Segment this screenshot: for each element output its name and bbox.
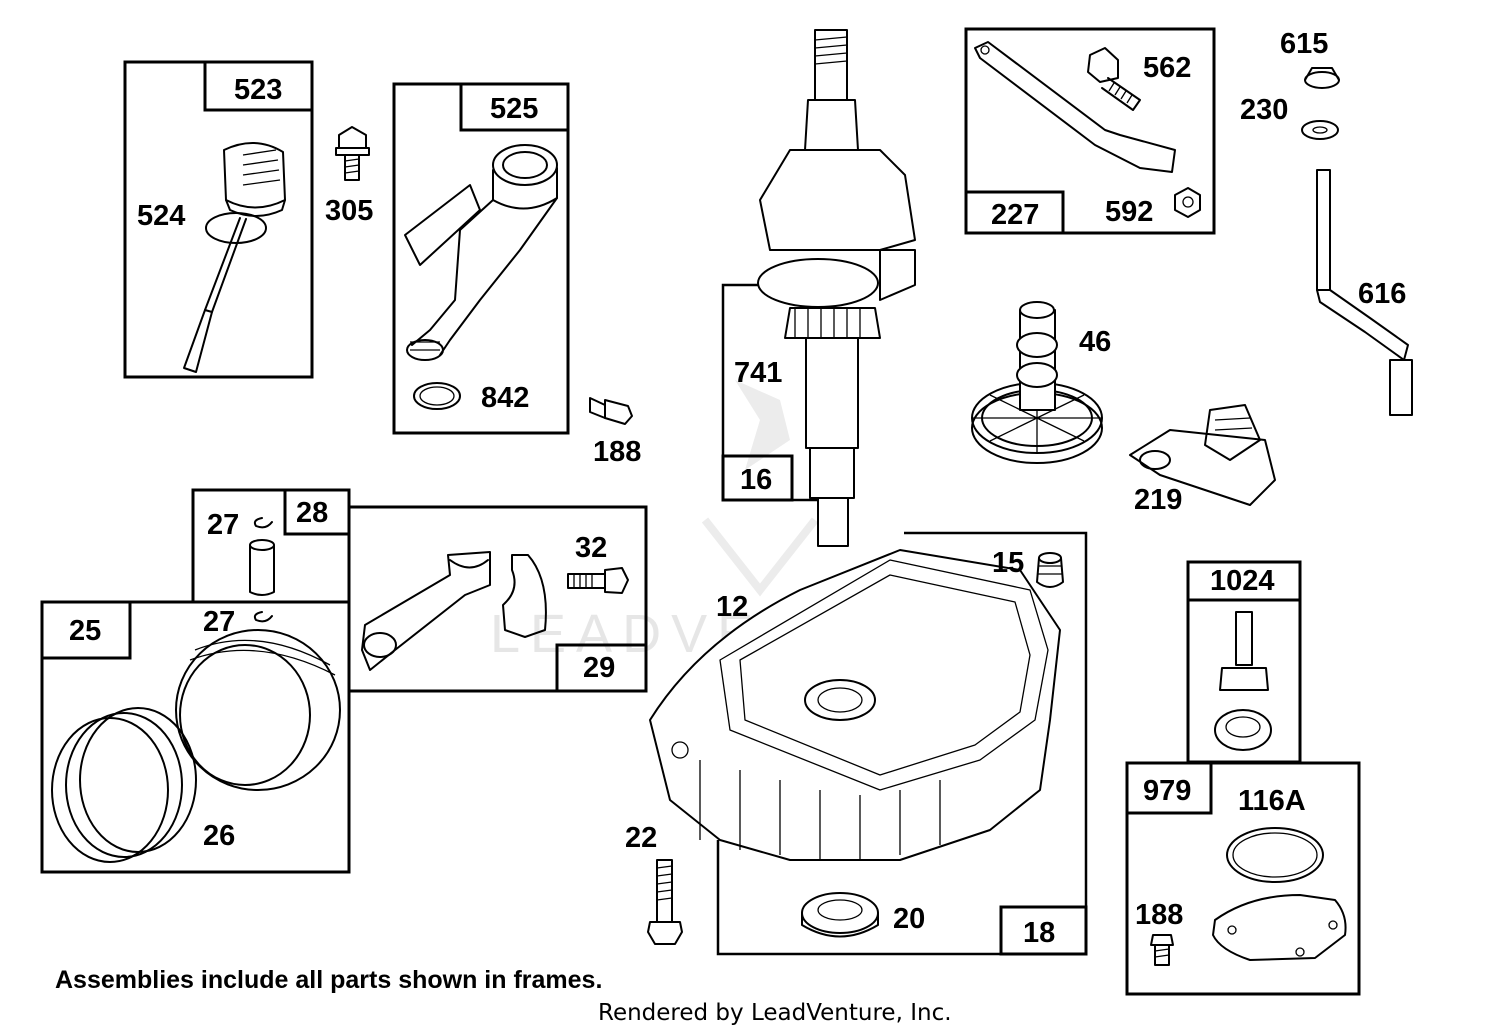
label-116a: 116A <box>1238 785 1306 817</box>
label-524: 524 <box>137 200 185 232</box>
o-ring-116a <box>1226 827 1324 883</box>
label-842: 842 <box>481 382 529 414</box>
camshaft-46 <box>971 301 1103 464</box>
piston-part <box>175 629 341 791</box>
label-219: 219 <box>1134 484 1182 516</box>
label-230: 230 <box>1240 94 1288 126</box>
governor-shaft-616 <box>1316 169 1413 416</box>
frame-979: 979 116A 188 <box>1125 761 1361 996</box>
rod-cap <box>502 554 547 638</box>
frame-28: 28 27 <box>191 488 351 604</box>
piston-rings <box>51 707 197 863</box>
frame-29: 29 32 <box>347 505 648 693</box>
bracket-16 <box>721 283 818 502</box>
retainer-27-upper <box>253 517 273 529</box>
label-32: 32 <box>575 532 607 564</box>
label-525: 525 <box>490 93 538 125</box>
label-592: 592 <box>1105 196 1153 228</box>
bolt-188-lower <box>1150 934 1174 966</box>
governor-219 <box>1129 404 1276 506</box>
fill-tube-part <box>404 144 558 361</box>
label-27-upper: 27 <box>207 509 239 541</box>
label-979: 979 <box>1143 775 1191 807</box>
o-ring-842 <box>413 382 461 410</box>
bolt-22 <box>647 859 683 945</box>
label-18: 18 <box>1023 917 1055 949</box>
label-28: 28 <box>296 497 328 529</box>
piston-pin <box>249 539 275 596</box>
bolt-562 <box>1087 47 1141 111</box>
label-26: 26 <box>203 820 235 852</box>
bolt-32 <box>567 567 629 594</box>
bolt-305 <box>335 126 370 181</box>
label-616: 616 <box>1358 278 1406 310</box>
pump-cover-part <box>1212 894 1347 961</box>
label-188-upper: 188 <box>593 436 641 468</box>
label-227: 227 <box>991 199 1039 231</box>
plug-15 <box>1036 552 1064 588</box>
label-741: 741 <box>734 357 782 389</box>
frame-525: 525 842 <box>392 82 570 435</box>
label-46: 46 <box>1079 326 1111 358</box>
sump-part <box>649 549 1061 861</box>
label-1024: 1024 <box>1210 565 1275 597</box>
frame-523: 523 524 <box>123 60 314 379</box>
connecting-rod-part <box>361 551 491 671</box>
seal-20 <box>801 892 879 938</box>
label-188-lower: 188 <box>1135 899 1183 931</box>
bolt-188-upper <box>589 397 633 425</box>
bushing-615 <box>1304 67 1340 89</box>
label-562: 562 <box>1143 52 1191 84</box>
label-25: 25 <box>69 615 101 647</box>
oil-pump-part <box>1214 611 1272 751</box>
nut-592 <box>1174 187 1201 218</box>
label-12: 12 <box>716 591 748 623</box>
governor-lever-part <box>974 41 1176 173</box>
label-16: 16 <box>740 464 772 496</box>
label-615: 615 <box>1280 28 1328 60</box>
dipstick-part <box>183 141 286 373</box>
frame-18: 18 <box>716 531 1088 956</box>
label-305: 305 <box>325 195 373 227</box>
label-29: 29 <box>583 652 615 684</box>
render-credit: Rendered by LeadVenture, Inc. <box>598 1000 952 1026</box>
crankshaft-part <box>757 29 916 547</box>
label-27-lower: 27 <box>203 606 235 638</box>
frame-1024: 1024 <box>1186 560 1302 764</box>
label-20: 20 <box>893 903 925 935</box>
washer-230 <box>1301 120 1339 140</box>
label-22: 22 <box>625 822 657 854</box>
frame-25: 25 27 26 <box>40 600 351 874</box>
frame-227: 227 562 592 <box>964 27 1216 235</box>
label-15: 15 <box>992 547 1024 579</box>
retainer-27-lower <box>253 611 273 623</box>
label-523: 523 <box>234 74 282 106</box>
assembly-note: Assemblies include all parts shown in fr… <box>55 966 602 994</box>
